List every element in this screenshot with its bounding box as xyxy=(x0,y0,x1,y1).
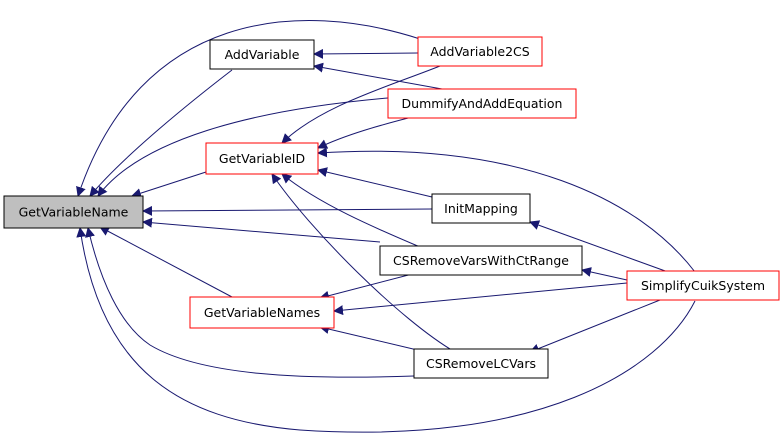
edge-addvariable2cs-to-addvariable xyxy=(313,48,419,59)
edge-initmapping-to-getvariableid xyxy=(317,167,433,198)
node-label: CSRemoveVarsWithCtRange xyxy=(393,253,569,268)
node-box xyxy=(626,270,780,301)
edge-csremovelcvars-to-getvariablenames xyxy=(319,324,431,354)
node-get-variable-name: GetVariableName xyxy=(3,195,144,229)
node-cs-remove-lc-vars[interactable]: CSRemoveLCVars xyxy=(413,348,549,379)
node-simplify-cuik-system[interactable]: SimplifyCuikSystem xyxy=(626,270,780,301)
edge-csremovevarswithctrange-to-getvariableid xyxy=(281,173,421,248)
node-box xyxy=(413,348,549,379)
node-get-variable-names[interactable]: GetVariableNames xyxy=(189,296,335,329)
edge-getvariableid-to-getvariablename xyxy=(131,171,207,198)
edge-csremovelcvars-to-getvariablename xyxy=(85,227,415,378)
edge-addvariable-to-getvariablename xyxy=(89,69,233,197)
node-label: CSRemoveLCVars xyxy=(426,356,536,371)
edge-simplifycuiksystem-to-getvariablenames xyxy=(333,282,628,316)
node-box xyxy=(3,195,144,229)
node-init-mapping[interactable]: InitMapping xyxy=(431,193,531,224)
node-label: GetVariableName xyxy=(19,205,129,220)
node-label: SimplifyCuikSystem xyxy=(641,278,765,293)
edge-simplifycuiksystem-to-csremovelcvars xyxy=(529,299,661,354)
node-cs-remove-vars-with-ct-range[interactable]: CSRemoveVarsWithCtRange xyxy=(379,245,583,276)
node-label: GetVariableNames xyxy=(204,305,320,320)
edge-addvariable2cs-to-getvariablename xyxy=(76,20,421,197)
edge-csremovevarswithctrange-to-getvariablenames xyxy=(319,271,421,301)
node-label: InitMapping xyxy=(444,201,518,216)
node-box xyxy=(379,245,583,276)
edge-getvariablenames-to-getvariablename xyxy=(99,226,233,298)
node-label: DummifyAndAddEquation xyxy=(402,96,563,111)
node-box xyxy=(417,36,543,67)
edges xyxy=(76,20,696,433)
edge-initmapping-to-getvariablename xyxy=(142,205,433,216)
node-label: AddVariable2CS xyxy=(430,44,529,59)
edge-simplifycuiksystem-to-getvariableid xyxy=(317,147,696,273)
node-add-variable[interactable]: AddVariable xyxy=(209,39,315,70)
node-label: GetVariableID xyxy=(219,151,305,166)
edge-simplifycuiksystem-to-initmapping xyxy=(529,220,669,273)
node-box xyxy=(431,193,531,224)
node-box xyxy=(209,39,315,70)
edge-simplifycuiksystem-to-csremovevarswithctrange xyxy=(581,267,628,281)
node-box xyxy=(205,142,319,175)
edge-dummifyandaddequation-to-getvariablename xyxy=(97,97,389,197)
edge-csremovelcvars-to-getvariableid xyxy=(271,173,456,353)
node-dummify-and-add-equation[interactable]: DummifyAndAddEquation xyxy=(387,88,577,119)
edge-csremovevarswithctrange-to-getvariablename xyxy=(142,217,381,243)
edge-addvariable2cs-to-getvariableid xyxy=(281,65,441,144)
node-add-variable2-cs[interactable]: AddVariable2CS xyxy=(417,36,543,67)
edge-simplifycuiksystem-to-getvariablename xyxy=(76,227,696,433)
nodes: GetVariableName AddVariable AddVariable2CS… xyxy=(3,36,780,379)
edge-dummifyandaddequation-to-getvariableid xyxy=(317,114,421,149)
node-box xyxy=(189,296,335,329)
node-box xyxy=(387,88,577,119)
node-label: AddVariable xyxy=(225,47,300,62)
edge-dummifyandaddequation-to-addvariable xyxy=(313,62,443,90)
node-get-variable-id[interactable]: GetVariableID xyxy=(205,142,319,175)
